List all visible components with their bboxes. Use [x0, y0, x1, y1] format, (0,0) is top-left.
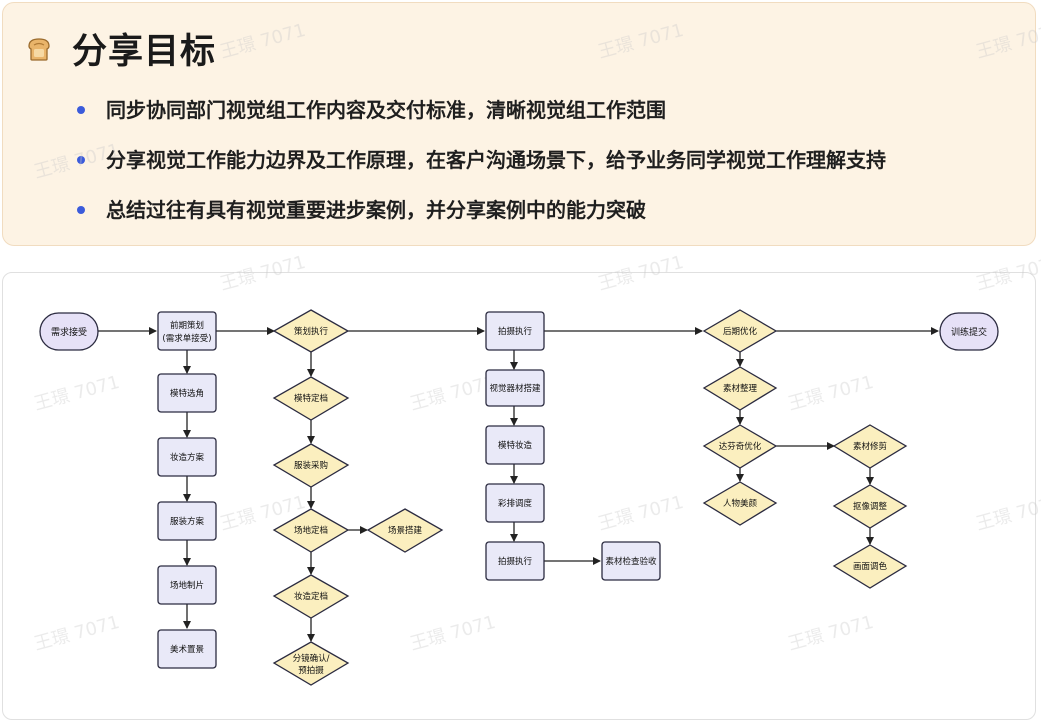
- bread-icon: [28, 38, 50, 61]
- node-label: 场景搭建: [388, 525, 423, 536]
- node-retouch: [702, 481, 778, 526]
- watermark-text: 王璟 7071: [32, 140, 122, 183]
- node-costume-plan: [157, 501, 217, 541]
- node-label: 拍摄执行: [498, 326, 533, 337]
- node-start-label: 需求接受: [51, 326, 87, 338]
- node-label: 美术置景: [170, 644, 204, 655]
- terminal-nodes: 需求接受 训练提交: [39, 312, 999, 351]
- watermark-text: 王璟 7071: [218, 252, 308, 295]
- page-title: 分享目标: [72, 32, 217, 72]
- watermark-text: 王璟 7071: [786, 612, 876, 655]
- bullet-dot: [77, 106, 85, 114]
- watermark-text: 王璟 7071: [596, 20, 686, 63]
- node-label: 素材修剪: [853, 441, 887, 452]
- node-label: 场地制片: [170, 580, 204, 591]
- node-label: 策划执行: [294, 326, 329, 337]
- node-label: 达芬奇优化: [719, 441, 762, 452]
- node-label: 妆造定档: [294, 591, 328, 602]
- node-label: 视觉器材搭建: [489, 383, 541, 394]
- node-label: 分镜确认/: [293, 653, 330, 664]
- node-label: 人物美颜: [723, 498, 758, 509]
- connectors: [98, 327, 939, 642]
- node-start: [39, 312, 99, 351]
- process-nodes: 前期策划 (需求单接受) 模特选角 妆造方案 服装方案 场地制片 美术置景 拍摄…: [157, 311, 661, 669]
- node-post-opt: [702, 309, 778, 353]
- goals-card: [2, 2, 1036, 246]
- node-makeup-plan: [157, 437, 217, 477]
- node-equip-build: [485, 369, 545, 407]
- node-daven-opt: [702, 424, 778, 469]
- watermark-text: 王璟 7071: [408, 612, 498, 655]
- goal-item: 分享视觉工作能力边界及工作原理，在客户沟通场景下，给予业务同学视觉工作理解支持: [74, 142, 886, 192]
- node-plan-label-2: (需求单接受): [162, 333, 211, 344]
- node-venue-make: [157, 565, 217, 605]
- node-shoot-exec: [485, 311, 545, 351]
- bullet-dot: [77, 156, 85, 164]
- node-label: 后期优化: [723, 326, 758, 337]
- watermark-text: 王璟 7071: [596, 252, 686, 295]
- node-shoot-exec-2: [485, 541, 545, 581]
- node-label: 拍摄执行: [498, 556, 533, 567]
- node-label: 素材检查验收: [605, 556, 657, 567]
- node-plan-label-1: 前期策划: [170, 320, 204, 331]
- watermark-text: 王璟 7071: [32, 372, 122, 415]
- decision-nodes: 策划执行 模特定档 服装采购 场地定档 场景搭建 妆造定档 分镜确认/ 预拍摄 …: [272, 309, 908, 686]
- node-color-grade: [832, 544, 908, 589]
- node-model-makeup: [485, 425, 545, 465]
- node-label: 场地定档: [294, 525, 328, 536]
- node-image-adjust: [832, 484, 908, 529]
- node-plan: [157, 311, 217, 351]
- node-material-sort: [702, 366, 778, 411]
- node-model-select: [157, 373, 217, 413]
- watermark-text: 王璟 7071: [596, 492, 686, 535]
- bullet-dot: [77, 206, 85, 214]
- watermark-text: 王璟 7071: [786, 372, 876, 415]
- node-label: 彩排调度: [498, 498, 533, 509]
- node-costume-buy: [272, 443, 350, 488]
- watermark-text: 王璟 7071: [218, 20, 308, 63]
- node-rehearsal: [485, 483, 545, 523]
- watermark-text: 王璟 7071: [408, 372, 498, 415]
- node-scene-build: [366, 508, 444, 553]
- watermark-text: 王璟 7071: [32, 612, 122, 655]
- node-label: 服装方案: [170, 516, 205, 527]
- node-art-set: [157, 629, 217, 669]
- node-label: 妆造方案: [170, 452, 205, 463]
- watermark-text: 王璟 7071: [974, 252, 1041, 295]
- node-makeup-confirm: [272, 574, 350, 619]
- node-venue-confirm: [272, 508, 350, 553]
- node-label: 模特定档: [294, 393, 328, 404]
- node-material-check: [601, 541, 661, 581]
- node-model-confirm: [272, 376, 350, 421]
- node-label: 画面调色: [853, 561, 888, 572]
- goal-item: 总结过往有具有视觉重要进步案例，并分享案例中的能力突破: [74, 192, 886, 242]
- node-label: 抠像调整: [853, 501, 888, 512]
- node-end-label: 训练提交: [951, 326, 987, 338]
- goal-item: 同步协同部门视觉组工作内容及交付标准，清晰视觉组工作范围: [74, 92, 886, 142]
- node-material-cut: [832, 424, 908, 469]
- node-storyboard: [272, 641, 350, 686]
- node-label: 服装采购: [294, 460, 328, 471]
- node-plan-exec: [272, 309, 350, 353]
- watermark-text: 王璟 7071: [974, 20, 1041, 63]
- goals-list: 同步协同部门视觉组工作内容及交付标准，清晰视觉组工作范围 分享视觉工作能力边界及…: [74, 92, 886, 242]
- node-label: 预拍摄: [298, 665, 324, 676]
- node-label: 模特妆造: [498, 440, 533, 451]
- watermark-text: 王璟 7071: [974, 492, 1041, 535]
- node-label: 素材整理: [723, 383, 758, 394]
- node-label: 模特选角: [170, 388, 204, 399]
- node-end: [939, 312, 999, 351]
